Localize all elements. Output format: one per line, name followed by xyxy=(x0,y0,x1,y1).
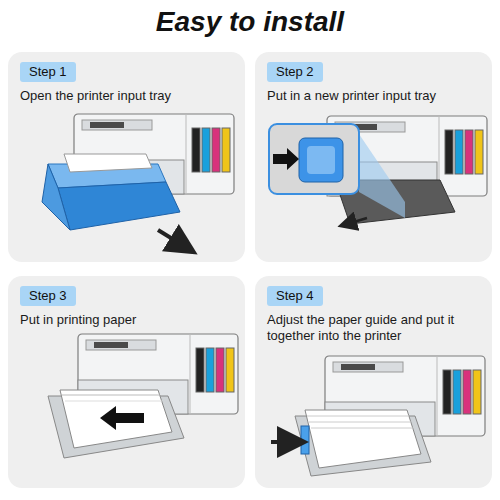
step-instruction: Adjust the paper guide and put it togeth… xyxy=(267,312,480,344)
step-badge: Step 2 xyxy=(267,62,323,82)
step-panel: Put in printing paper Step 3 xyxy=(8,276,245,488)
step-badge: Step 3 xyxy=(20,286,76,306)
step-instruction: Open the printer input tray xyxy=(20,88,233,104)
step-label: Step 4 xyxy=(276,288,314,304)
step-instruction: Put in a new printer input tray xyxy=(267,88,480,104)
step-panel: Adjust the paper guide and put it togeth… xyxy=(255,276,492,488)
step-label: Step 1 xyxy=(29,64,67,80)
step-badge: Step 1 xyxy=(20,62,76,82)
step-label: Step 2 xyxy=(276,64,314,80)
step-panel: Open the printer input tray Step 1 xyxy=(8,52,245,262)
step-instruction: Put in printing paper xyxy=(20,312,233,328)
step-label: Step 3 xyxy=(29,288,67,304)
step-panel: Put in a new printer input tray Step 2 xyxy=(255,52,492,262)
title: Easy to install xyxy=(0,6,500,38)
step-badge: Step 4 xyxy=(267,286,323,306)
